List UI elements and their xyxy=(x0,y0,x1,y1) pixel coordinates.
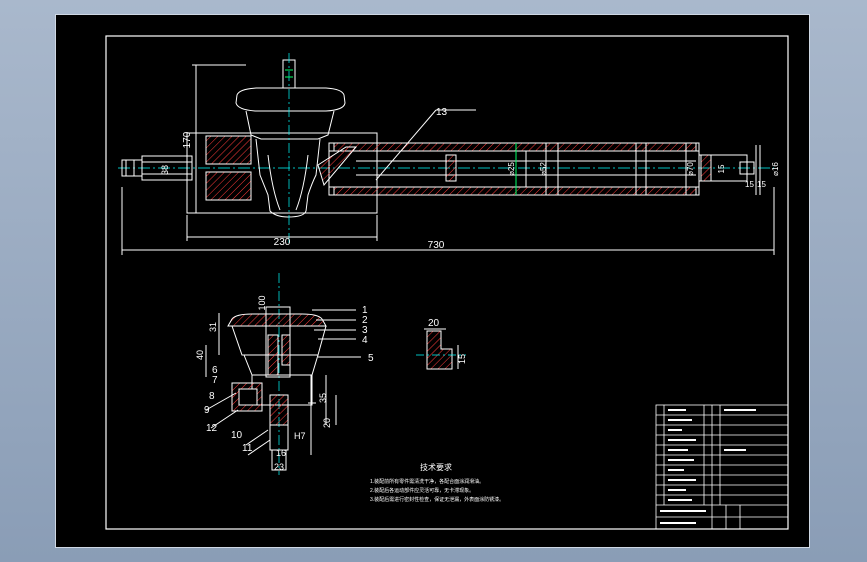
section-dim-35: 35 xyxy=(318,393,328,403)
callout-11: 11 xyxy=(242,443,253,454)
callout-2: 2 xyxy=(362,315,368,326)
callout-6: 6 xyxy=(212,365,218,376)
callout-1: 1 xyxy=(362,305,368,316)
detail-dim-20: 20 xyxy=(428,318,440,329)
callout-12: 12 xyxy=(206,423,218,434)
title-block xyxy=(655,404,789,530)
callout-3: 3 xyxy=(362,325,368,336)
cad-drawing: 730 230 170 38 ⌀25 ⌀52 ⌀70 15 ⌀16 15 15 … xyxy=(105,35,789,530)
dim-dia-16: ⌀16 xyxy=(771,162,780,176)
detail-view xyxy=(416,328,466,370)
section-dim-100: 100 xyxy=(257,295,267,310)
section-view-labels: 100 31 40 35 20 16 23 H7 1 2 3 4 5 6 7 8… xyxy=(195,295,374,472)
section-view xyxy=(205,273,361,475)
dim-right-b: 15 xyxy=(757,180,766,189)
dim-15-right: 15 xyxy=(717,164,726,173)
technical-notes: 技术要求 1.装配前所有零件需清洗干净，各配合面涂润滑油。 2.装配后各运动部件… xyxy=(370,462,504,503)
callout-7: 7 xyxy=(212,375,218,386)
section-dim-23: 23 xyxy=(274,462,284,472)
section-dim-40: 40 xyxy=(195,350,205,360)
dim-overall-length: 730 xyxy=(428,240,445,251)
section-dim-h7: H7 xyxy=(294,431,306,441)
inner-border xyxy=(105,35,789,530)
dim-height: 170 xyxy=(182,131,193,148)
detail-view-labels: 20 15 xyxy=(428,318,467,364)
dim-left-length: 230 xyxy=(274,237,291,248)
detail-dim-15: 15 xyxy=(457,354,467,364)
callout-10: 10 xyxy=(231,430,243,441)
dim-dia-70: ⌀70 xyxy=(686,162,695,176)
section-dim-31: 31 xyxy=(208,322,218,332)
main-view-labels: 730 230 170 38 ⌀25 ⌀52 ⌀70 15 ⌀16 15 15 … xyxy=(160,107,780,251)
callout-9: 9 xyxy=(204,405,210,416)
dim-dia-52: ⌀52 xyxy=(539,162,548,176)
callout-8: 8 xyxy=(209,391,215,402)
callout-4: 4 xyxy=(362,335,368,346)
section-dim-20: 20 xyxy=(322,418,332,428)
notes-line-2: 2.装配后各运动部件应灵活可靠，无卡滞现象。 xyxy=(370,487,474,494)
notes-title: 技术要求 xyxy=(420,462,452,472)
main-view xyxy=(118,53,775,255)
notes-line-3: 3.装配后需进行密封性检查，保证无泄漏，外表面涂防锈漆。 xyxy=(370,496,504,503)
section-dim-16: 16 xyxy=(276,448,286,458)
callout-5: 5 xyxy=(368,353,374,364)
dim-left-shaft: 38 xyxy=(160,165,170,175)
dim-right-a: 15 xyxy=(745,180,754,189)
drawing-sheet: 730 230 170 38 ⌀25 ⌀52 ⌀70 15 ⌀16 15 15 … xyxy=(55,14,810,548)
notes-line-1: 1.装配前所有零件需清洗干净，各配合面涂润滑油。 xyxy=(370,478,484,485)
dim-dia-25: ⌀25 xyxy=(507,162,516,176)
leader-13-label: 13 xyxy=(436,107,448,118)
